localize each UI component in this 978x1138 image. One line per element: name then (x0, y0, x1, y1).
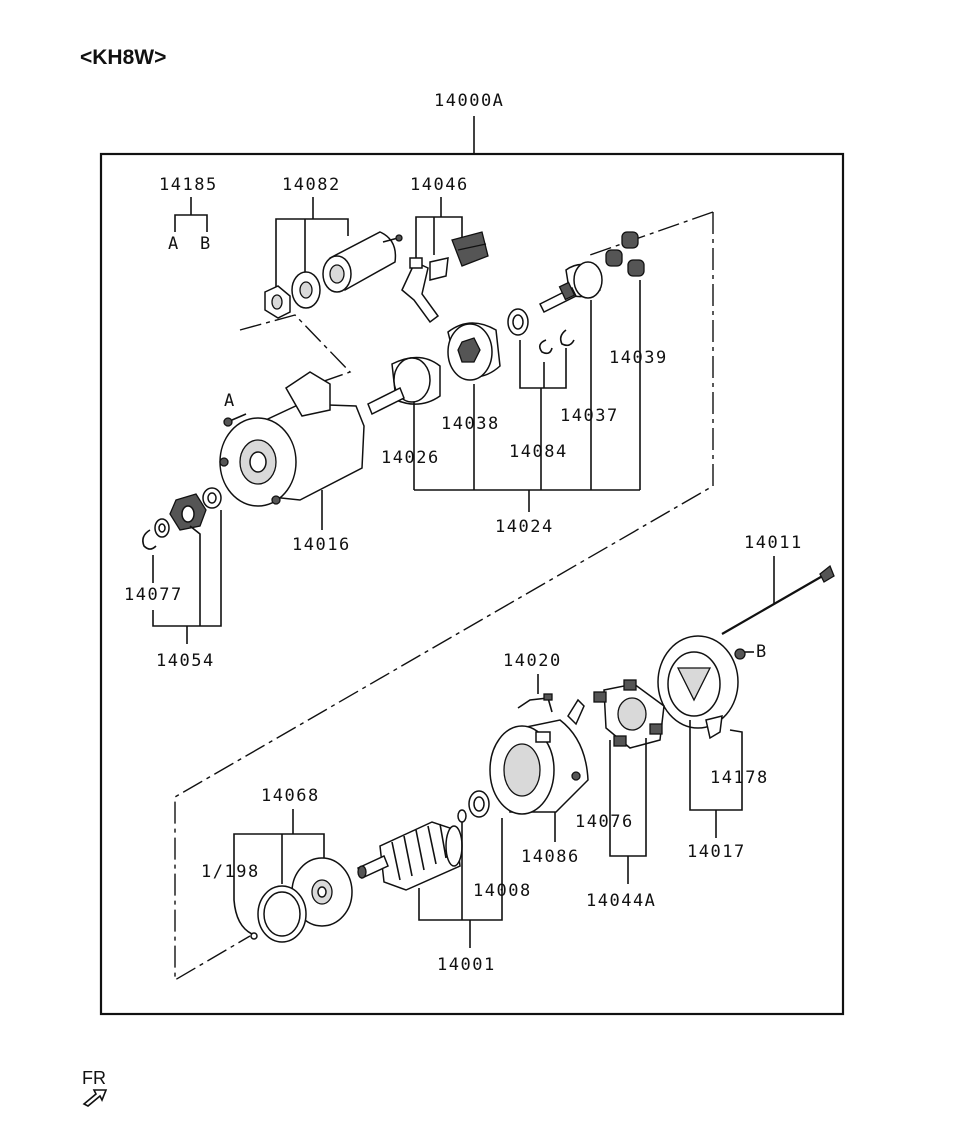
label-14024[interactable]: 14024 (495, 517, 554, 537)
assembly-frame (99, 152, 845, 1016)
bracket-line (233, 833, 325, 900)
label-14038[interactable]: 14038 (441, 414, 500, 434)
solenoid-switch (322, 231, 403, 293)
ref-a-top: A (168, 234, 180, 254)
small-o-ring (250, 932, 258, 940)
front-indicator-label: FR (82, 1068, 106, 1088)
label-14017[interactable]: 14017 (687, 842, 746, 862)
pinion-spring (202, 487, 222, 509)
diagram-title: <KH8W> (80, 46, 166, 69)
snap-ring (142, 529, 157, 550)
label-14039[interactable]: 14039 (609, 348, 668, 368)
gear-caps (605, 231, 645, 277)
label-14084[interactable]: 14084 (509, 442, 568, 462)
bracket-line (174, 214, 208, 232)
brush-holder (593, 679, 665, 749)
bracket-line (275, 218, 349, 300)
bracket-line (415, 216, 463, 262)
solenoid-nut (264, 285, 291, 319)
armature (357, 821, 463, 891)
screw-a (223, 413, 247, 427)
label-14178[interactable]: 14178 (710, 768, 769, 788)
brush-terminal (567, 698, 585, 726)
seal-ring (257, 885, 307, 943)
label-14001[interactable]: 14001 (437, 955, 496, 975)
dashdot-group-line (174, 212, 714, 982)
end-plate (291, 857, 353, 927)
armature-bearing (468, 790, 490, 818)
leader-line (189, 525, 201, 626)
ref-b-top: B (200, 234, 212, 254)
brush-lead-clip (517, 693, 553, 713)
solenoid-washer (291, 271, 321, 309)
label-14082[interactable]: 14082 (282, 175, 341, 195)
e-clip (538, 339, 553, 355)
leader-line (233, 899, 253, 935)
dashdot-group-line-top (589, 211, 714, 256)
yoke-field-frame (489, 719, 589, 815)
label-14016[interactable]: 14016 (292, 535, 351, 555)
bracket-line (609, 738, 647, 857)
ref-a: A (224, 391, 236, 411)
label-14026[interactable]: 14026 (381, 448, 440, 468)
e-clip (559, 329, 575, 347)
label-14020[interactable]: 14020 (503, 651, 562, 671)
front-housing (219, 371, 365, 507)
stop-ring (154, 518, 170, 538)
label-14054[interactable]: 14054 (156, 651, 215, 671)
label-14008[interactable]: 14008 (473, 881, 532, 901)
label-14185[interactable]: 14185 (159, 175, 218, 195)
label-14046[interactable]: 14046 (410, 175, 469, 195)
label-14198[interactable]: 1/198 (201, 862, 260, 882)
bracket-line (689, 720, 743, 811)
drive-lever (401, 257, 440, 324)
through-bolt (721, 564, 835, 635)
thrust-washer (457, 809, 467, 823)
label-14011[interactable]: 14011 (744, 533, 803, 553)
lever-spring (429, 257, 449, 281)
rear-end-cover (657, 635, 739, 740)
label-14077[interactable]: 14077 (124, 585, 183, 605)
planetary-shaft (538, 261, 603, 314)
bracket-line (519, 340, 567, 389)
label-14068[interactable]: 14068 (261, 786, 320, 806)
pinion-gear (169, 493, 207, 531)
label-14086[interactable]: 14086 (521, 847, 580, 867)
screw-b (734, 648, 754, 660)
label-14044A[interactable]: 14044A (586, 891, 656, 911)
bracket-line (418, 818, 503, 921)
lever-pad (451, 231, 489, 267)
pinion-shaft (367, 356, 441, 416)
label-14076[interactable]: 14076 (575, 812, 634, 832)
dashdot-solenoid-line (239, 314, 352, 387)
retaining-washer (507, 308, 529, 336)
internal-gear (447, 322, 501, 381)
label-14037[interactable]: 14037 (560, 406, 619, 426)
ref-b: B (756, 642, 768, 662)
front-arrow-icon (82, 1089, 108, 1107)
label-14000A[interactable]: 14000A (434, 91, 504, 111)
